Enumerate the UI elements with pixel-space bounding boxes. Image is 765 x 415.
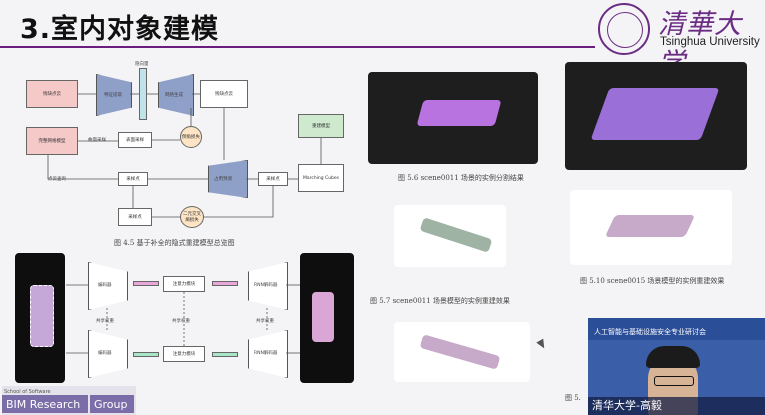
speaker-video-overlay[interactable]: 人工智能与基础设施安全专业研讨会 清华大学-高毅 — [588, 318, 765, 415]
surface-sample-label: 曲面采样 — [88, 138, 106, 143]
occupancy-label: 占用预测 — [214, 177, 232, 182]
input-points-box: 残缺点云 — [26, 80, 78, 108]
pipeline-arrows — [47, 93, 322, 218]
university-name-en: Tsinghua University — [660, 36, 760, 48]
occupancy-output-box: 采样点 — [258, 172, 288, 186]
scene-objects-left — [30, 285, 54, 347]
video-banner — [588, 318, 765, 340]
slide-title: 3.室内对象建模 — [20, 14, 220, 45]
video-caption-text: 清华大学-高毅 — [592, 399, 662, 412]
figure-5-7-caption: 图 5.7 scene0011 场景模型的实例重建效果 — [370, 297, 510, 305]
figure-4-5-caption: 图 4.5 基于补全的隐式重建模型总览图 — [114, 239, 235, 247]
latent-vector-box — [139, 68, 147, 120]
attn-lower-bar — [212, 352, 238, 357]
figure-5-x-caption: 图 5. — [565, 394, 581, 402]
figure-5-6-caption: 图 5.6 scene0011 场景的实例分割结果 — [398, 174, 524, 182]
shared-weights-3: 共享权重 — [256, 319, 274, 324]
speaker-hair — [646, 346, 700, 368]
scene-objects-right — [312, 292, 334, 342]
siamese-arrows — [66, 284, 300, 354]
scene0015-objects-render — [590, 88, 720, 140]
query-label: 点云查询 — [48, 177, 66, 182]
sample-point-box: 采样点 — [118, 208, 152, 226]
occupancy-decoder-shape — [208, 160, 248, 198]
scene0011-table-render — [416, 100, 502, 126]
marching-cubes-box: Marching Cubes — [298, 164, 344, 192]
recon-model-box: 重建模型 — [298, 114, 344, 138]
rnn-decoder-upper-label: RNN解码器 — [254, 283, 278, 288]
attention-lower-box: 注意力模块 — [163, 346, 205, 362]
chamfer-loss-circle: 倒角损失 — [180, 126, 202, 148]
shared-weights-2: 共享权重 — [172, 319, 190, 324]
rnn-decoder-upper-shape — [248, 262, 288, 310]
decoder-label: 网络生成 — [165, 93, 183, 98]
bim-research-group-badge: School of Software BIM Research Group — [2, 386, 136, 415]
encoder-lower-label: 编码器 — [98, 351, 112, 356]
badge-line-3: Group — [94, 398, 128, 411]
reconstruction-table-2 — [604, 215, 696, 237]
badge-line-1: School of Software — [4, 389, 51, 395]
encoder-label: 特征提取 — [104, 93, 122, 98]
rnn-decoder-lower-label: RNN解码器 — [254, 351, 278, 356]
output-box: 残缺点云 — [200, 80, 248, 108]
attention-upper-box: 注意力模块 — [163, 276, 205, 292]
speaker-glasses-icon — [654, 376, 694, 386]
university-name-cn: 清華大学 — [658, 9, 742, 79]
video-banner-text: 人工智能与基础设施安全专业研讨会 — [594, 328, 706, 336]
complete-mesh-box: 完整网格模型 — [26, 127, 78, 155]
video-caption-bar — [588, 397, 765, 415]
badge-line-2: BIM Research — [6, 398, 80, 411]
figure-5-10-caption: 图 5.10 scene0015 场景模型的实例重建效果 — [580, 277, 725, 285]
tsinghua-seal-icon — [598, 3, 650, 55]
attn-upper-bar — [212, 281, 238, 286]
shared-weights-1: 共享权重 — [96, 319, 114, 324]
feature-lower-bar — [133, 352, 159, 357]
encoder-upper-label: 编码器 — [98, 283, 112, 288]
latent-label: 隐向量 — [135, 62, 149, 67]
sample-box: 表面采样 — [118, 132, 152, 148]
feature-upper-bar — [133, 281, 159, 286]
bce-loss-circle: 二元交叉熵损失 — [180, 206, 204, 228]
title-divider — [0, 46, 595, 48]
grid-box: 采样点 — [118, 172, 148, 186]
mouse-cursor-icon — [536, 338, 548, 351]
